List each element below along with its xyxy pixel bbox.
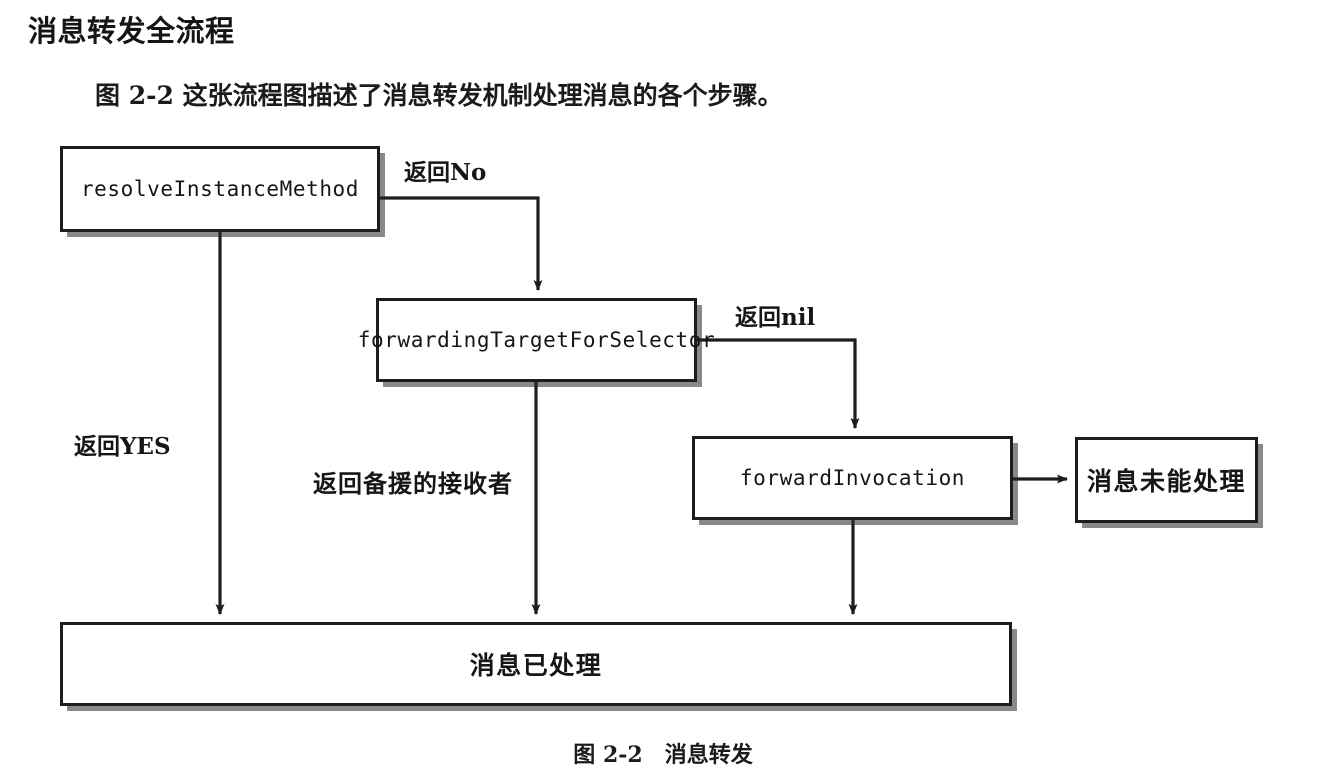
node-forwarding-target-for-selector[interactable]: forwardingTargetForSelector <box>358 298 715 382</box>
node-label: 消息已处理 <box>469 651 603 680</box>
edge-label-return-nil: 返回nil <box>735 304 816 331</box>
edge-label-return-no: 返回No <box>404 159 487 186</box>
figure-caption-text: 消息转发 <box>664 742 753 768</box>
page-title: 消息转发全流程 <box>28 14 235 48</box>
figure-caption-number: 图 2-2 <box>573 742 643 768</box>
edge-label-return-backup-receiver: 返回备援的接收者 <box>313 469 513 498</box>
edge-label-return-yes: 返回YES <box>74 433 171 460</box>
edge-forwarding-target-to-forward-invocation <box>697 338 860 429</box>
node-label: 消息未能处理 <box>1086 467 1246 496</box>
node-message-unhandled[interactable]: 消息未能处理 <box>1075 437 1258 523</box>
node-label: forwardingTargetForSelector <box>357 328 716 352</box>
figure-caption: 图 2-2 消息转发 <box>0 737 1326 769</box>
node-label: resolveInstanceMethod <box>80 177 360 201</box>
edge-resolve-to-forwarding-target <box>380 196 543 291</box>
node-message-handled[interactable]: 消息已处理 <box>60 622 1012 706</box>
node-label: forwardInvocation <box>739 466 966 490</box>
intro-paragraph: 图 2-2 这张流程图描述了消息转发机制处理消息的各个步骤。 <box>95 81 783 110</box>
node-forward-invocation[interactable]: forwardInvocation <box>692 436 1013 520</box>
node-resolve-instance-method[interactable]: resolveInstanceMethod <box>60 146 380 232</box>
